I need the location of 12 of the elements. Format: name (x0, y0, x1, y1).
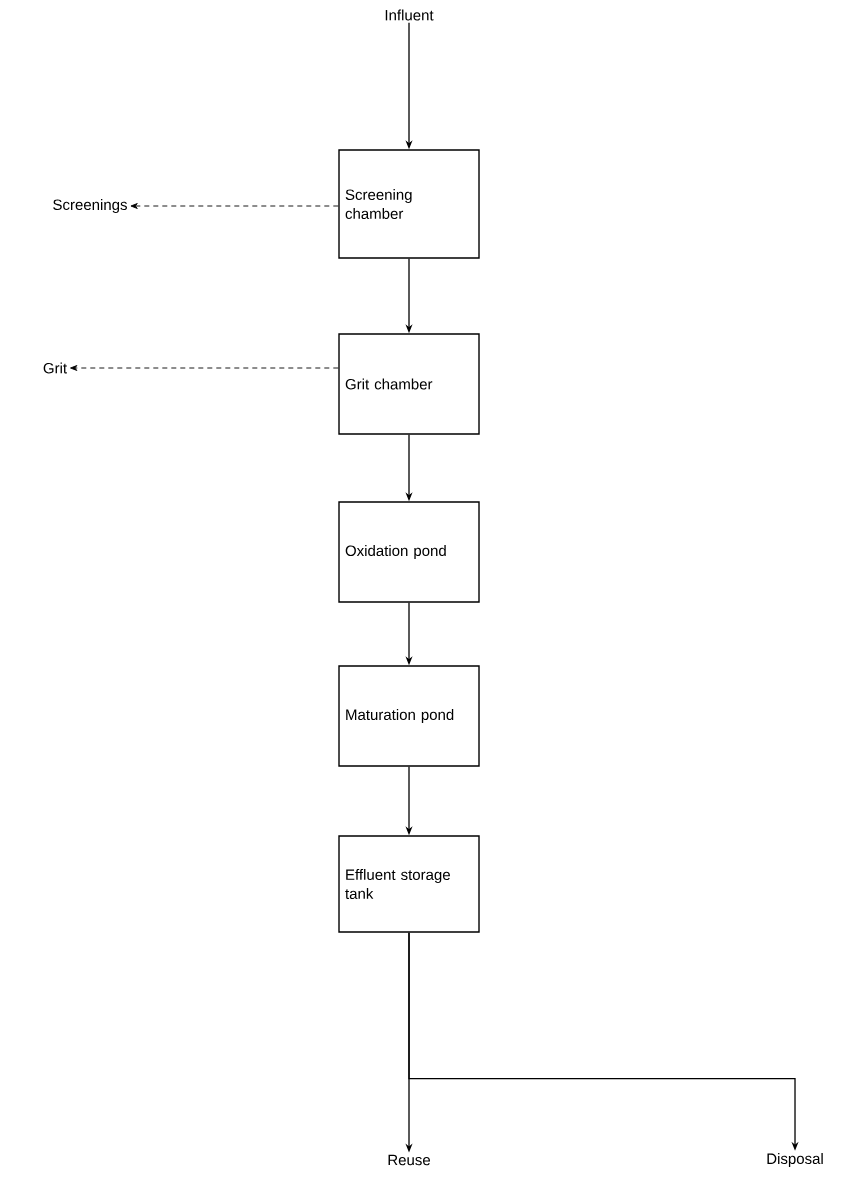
process-box: Maturation pond (338, 665, 480, 767)
flow-label: Disposal (767, 1153, 823, 1167)
flow-label: Grit (43, 362, 67, 374)
flow-label: Reuse (388, 1154, 430, 1166)
process-box: Effluent storage tank (338, 835, 480, 933)
arrow (130, 203, 339, 209)
flow-label: Influent (385, 9, 434, 21)
flow-label: Screenings (53, 199, 127, 213)
arrow (70, 365, 339, 371)
process-box: Screening chamber (338, 149, 480, 259)
process-box: Oxidation pond (338, 501, 480, 603)
process-box: Grit chamber (338, 333, 480, 435)
